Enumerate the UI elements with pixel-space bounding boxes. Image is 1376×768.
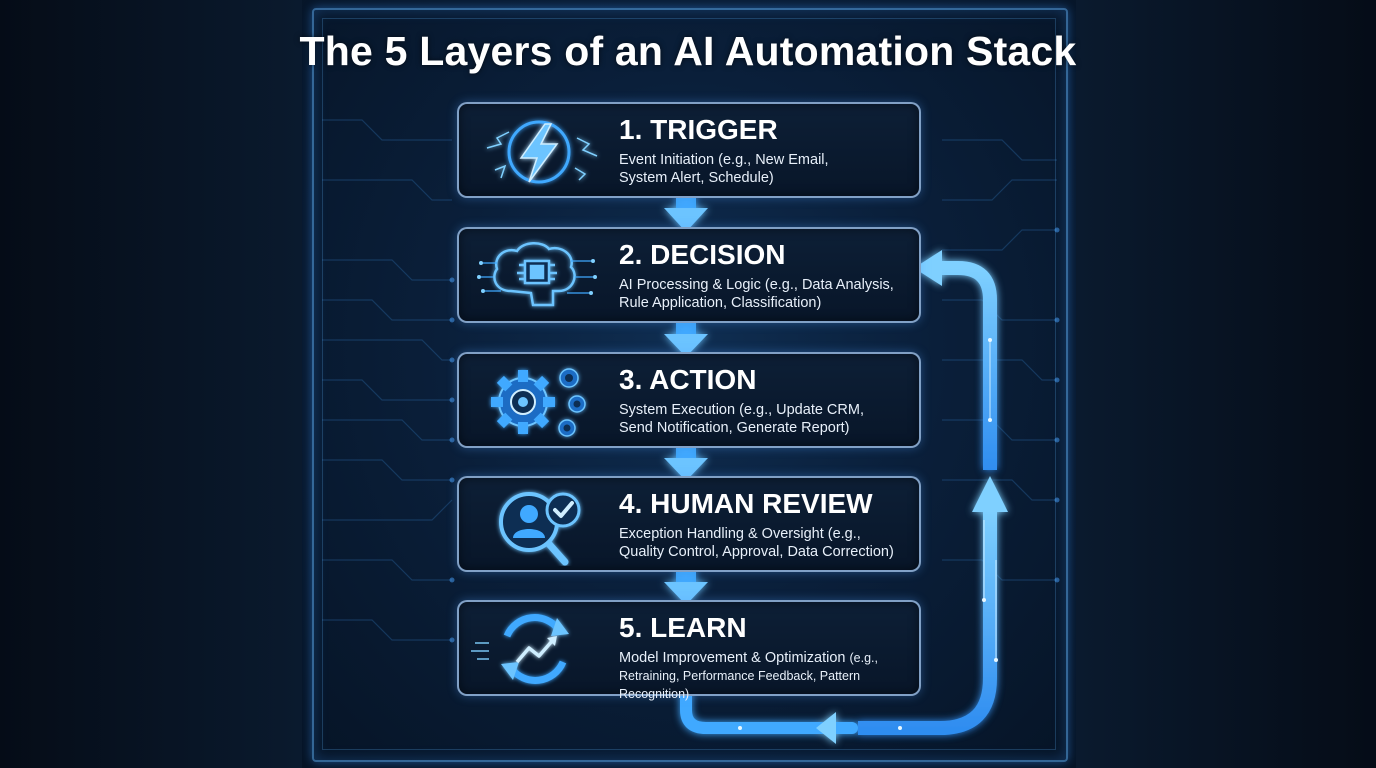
layer-desc-line2: Send Notification, Generate Report) xyxy=(619,420,850,436)
layer-desc-line1: Exception Handling & Oversight (e.g., xyxy=(619,526,861,542)
left-background xyxy=(0,0,302,768)
layer-desc-line1: System Execution (e.g., Update CRM, xyxy=(619,402,864,418)
layer-desc-line1: Model Improvement & Optimization (e.g., xyxy=(619,649,914,667)
layer-human-review: 4. HUMAN REVIEW Exception Handling & Ove… xyxy=(457,476,921,572)
layer-title: 1. TRIGGER xyxy=(619,114,778,145)
layer-desc-line1: Event Initiation (e.g., New Email, xyxy=(619,152,829,168)
right-background xyxy=(1076,0,1376,768)
layer-desc-line1-suffix: (e.g., xyxy=(849,651,878,665)
circuit-background xyxy=(322,119,1060,643)
outer-frame xyxy=(312,8,1068,762)
layer-action: 3. ACTION System Execution (e.g., Update… xyxy=(457,352,921,448)
layer-desc-line2: Quality Control, Approval, Data Correcti… xyxy=(619,544,894,560)
person-check-magnifier-icon xyxy=(499,492,581,566)
layer-description: System Execution (e.g., Update CRM, Send… xyxy=(619,401,914,437)
layer-learn: 5. LEARN Model Improvement & Optimizatio… xyxy=(457,600,921,701)
diagram-title: The 5 Layers of an AI Automation Stack xyxy=(299,28,1077,74)
gears-icon xyxy=(491,368,586,437)
layer-trigger: 1. TRIGGER Event Initiation (e.g., New E… xyxy=(457,102,921,198)
layer-title: 3. ACTION xyxy=(619,364,757,395)
layer-title: 5. LEARN xyxy=(619,612,747,643)
layer-description: Model Improvement & Optimization (e.g., … xyxy=(619,649,914,703)
lightning-icon xyxy=(486,120,598,184)
layer-title: 2. DECISION xyxy=(619,239,786,270)
layer-description: Exception Handling & Oversight (e.g., Qu… xyxy=(619,525,914,561)
layer-desc-line2: Retraining, Performance Feedback, Patter… xyxy=(619,669,861,701)
inner-frame xyxy=(322,18,1056,750)
layer-desc-line2: Rule Application, Classification) xyxy=(619,295,822,311)
layer-desc-line1-main: Model Improvement & Optimization xyxy=(619,650,846,666)
layer-description: AI Processing & Logic (e.g., Data Analys… xyxy=(619,276,914,312)
layer-title: 4. HUMAN REVIEW xyxy=(619,488,873,519)
layer-decision: 2. DECISION AI Processing & Logic (e.g.,… xyxy=(457,227,921,323)
layer-description: Event Initiation (e.g., New Email, Syste… xyxy=(619,151,914,187)
layer-desc-line2: System Alert, Schedule) xyxy=(619,170,774,186)
brain-chip-icon xyxy=(477,242,597,307)
layer-desc-line1: AI Processing & Logic (e.g., Data Analys… xyxy=(619,277,894,293)
cycle-growth-icon xyxy=(471,614,569,684)
